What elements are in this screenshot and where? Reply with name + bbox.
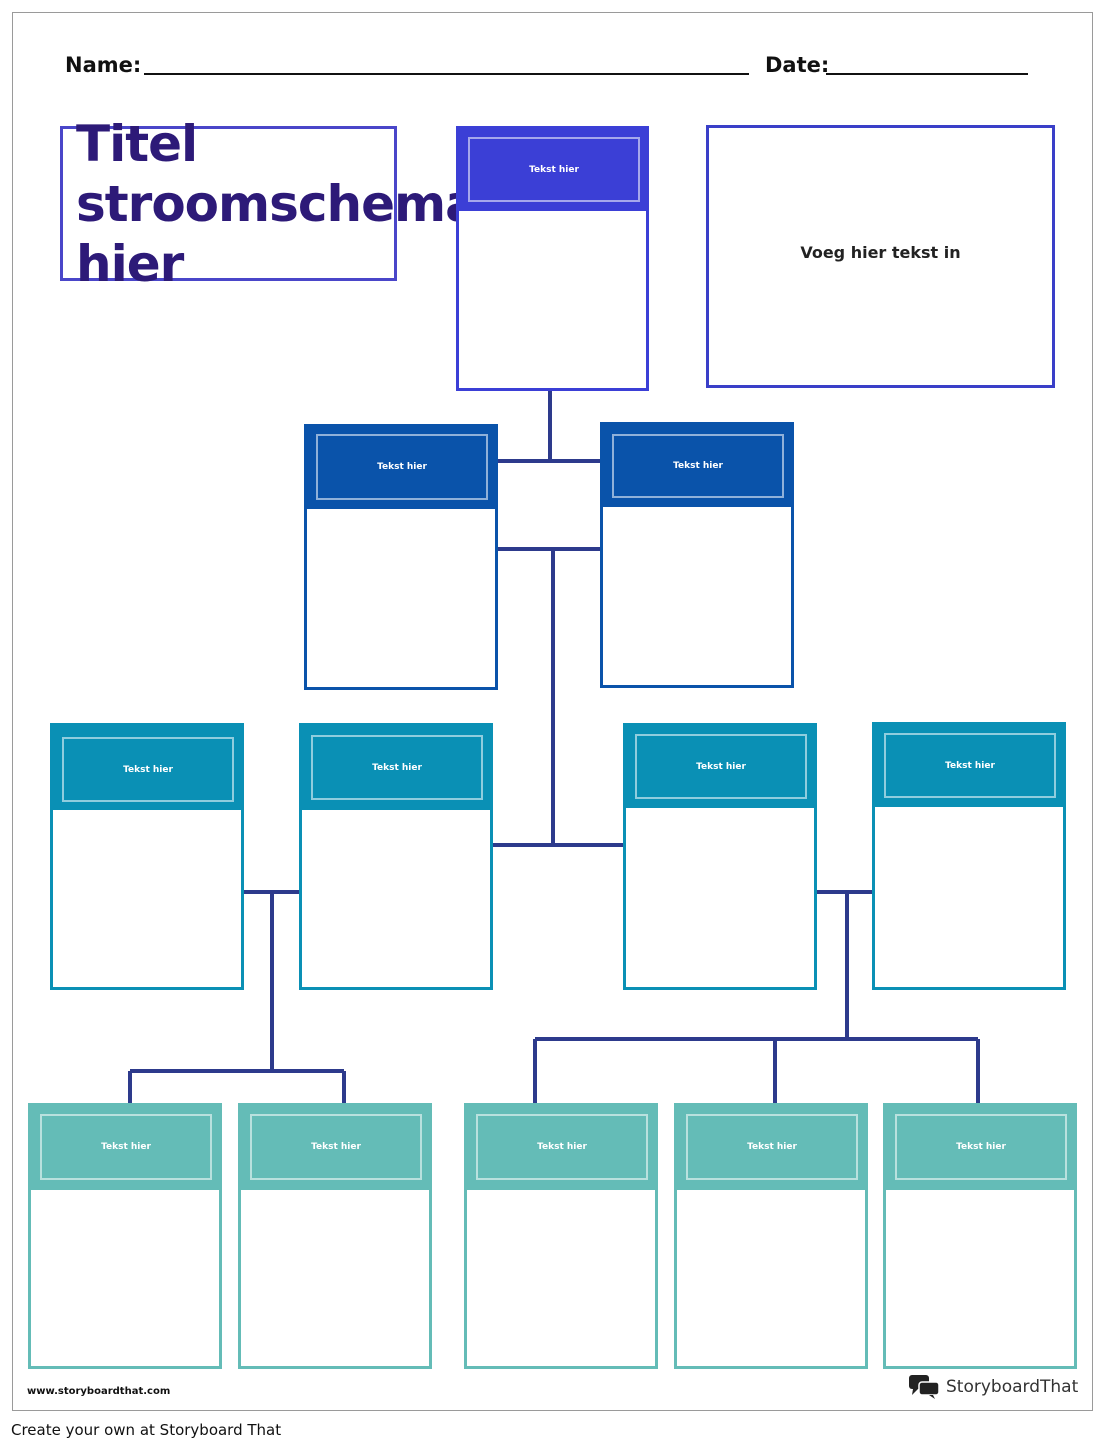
connector-l2: [491, 547, 626, 847]
card-level2-right[interactable]: Tekst hier: [600, 422, 794, 688]
card-level3-1[interactable]: Tekst hier: [50, 723, 244, 990]
card-level3-4[interactable]: Tekst hier: [872, 722, 1066, 990]
card-title: Tekst hier: [696, 761, 746, 772]
note-text: Voeg hier tekst in: [800, 243, 961, 262]
name-line: [144, 73, 749, 75]
website-url[interactable]: www.storyboardthat.com: [27, 1386, 171, 1397]
card-title: Tekst hier: [747, 1142, 797, 1152]
card-title: Tekst hier: [377, 462, 427, 472]
card-title: Tekst hier: [537, 1142, 587, 1152]
card-level1[interactable]: Tekst hier: [456, 126, 649, 391]
card-title: Tekst hier: [673, 461, 723, 471]
card-level2-left[interactable]: Tekst hier: [304, 424, 498, 690]
note-box[interactable]: Voeg hier tekst in: [706, 125, 1055, 388]
brand-name: StoryboardThat: [946, 1377, 1079, 1397]
card-level3-2[interactable]: Tekst hier: [299, 723, 493, 990]
card-level4-3[interactable]: Tekst hier: [464, 1103, 658, 1369]
connector-left: [128, 890, 346, 1104]
card-title: Tekst hier: [529, 164, 579, 175]
card-title: Tekst hier: [956, 1142, 1006, 1152]
card-level4-5[interactable]: Tekst hier: [883, 1103, 1077, 1369]
connector-right: [533, 890, 980, 1104]
card-title: Tekst hier: [101, 1142, 151, 1152]
storyboardthat-logo[interactable]: StoryboardThat: [908, 1373, 1078, 1401]
card-level4-4[interactable]: Tekst hier: [674, 1103, 868, 1369]
create-your-own-link[interactable]: Create your own at Storyboard That: [11, 1421, 282, 1439]
card-level3-3[interactable]: Tekst hier: [623, 723, 817, 990]
connector-l1: [498, 390, 602, 463]
card-title: Tekst hier: [372, 762, 422, 773]
card-level4-1[interactable]: Tekst hier: [28, 1103, 222, 1369]
name-label: Name:: [65, 53, 142, 77]
card-title: Tekst hier: [123, 764, 173, 775]
title-box[interactable]: [60, 126, 397, 281]
card-title: Tekst hier: [311, 1142, 361, 1152]
date-line: [826, 73, 1028, 75]
card-title: Tekst hier: [945, 760, 995, 771]
date-label: Date:: [765, 53, 830, 77]
speech-bubbles-icon: [909, 1375, 940, 1399]
card-level4-2[interactable]: Tekst hier: [238, 1103, 432, 1369]
